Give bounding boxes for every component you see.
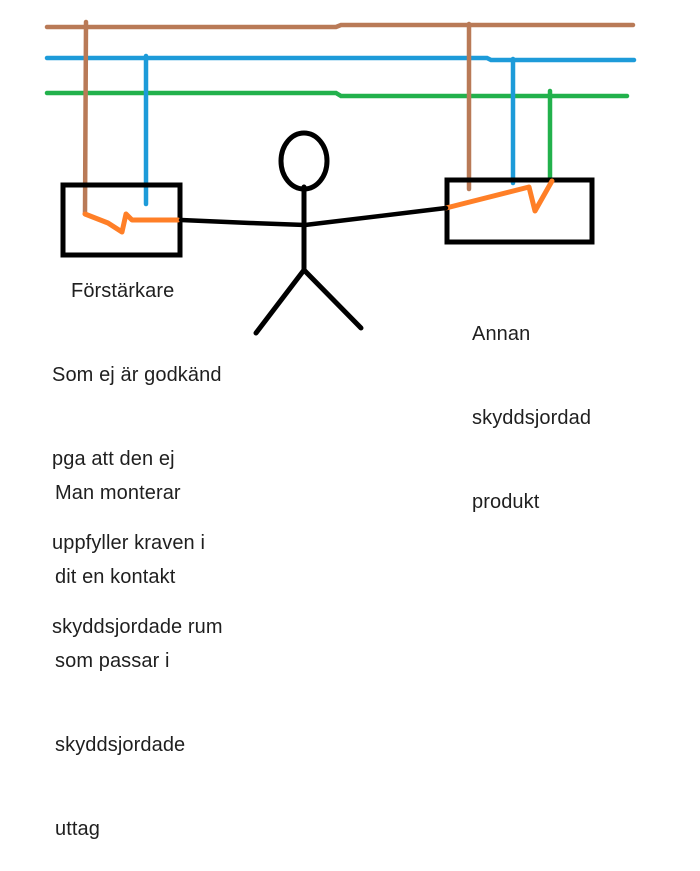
signal-cable-arms bbox=[178, 205, 449, 228]
figure-leg-right bbox=[301, 267, 364, 331]
drop-wire-brown-left bbox=[82, 19, 89, 217]
right-plug-zigzag bbox=[443, 178, 555, 214]
left-note-line-3: uppfyller kraven i bbox=[52, 532, 205, 554]
right-caption-line-2: skyddsjordad bbox=[472, 407, 592, 429]
left-note-line-2: pga att den ej bbox=[52, 448, 175, 470]
right-caption-line-3: produkt bbox=[472, 491, 540, 513]
right-box-caption: Annan skyddsjordad produkt bbox=[472, 264, 591, 544]
figure-leg-left bbox=[253, 267, 307, 336]
left-note2-line-3: som passar i bbox=[55, 650, 170, 672]
left-plug-zigzag bbox=[82, 211, 181, 235]
left-note2-line-1: Man monterar bbox=[55, 482, 181, 504]
paint-canvas: { "colors": { "brown": "#b97a57", "blue"… bbox=[44, 19, 637, 840]
left-note2-line-5: uttag bbox=[55, 818, 100, 840]
right-caption-line-1: Annan bbox=[472, 323, 531, 345]
wiring-diagram bbox=[44, 19, 637, 336]
left-note-line-1: Som ej är godkänd bbox=[52, 364, 222, 386]
left-note2-line-4: skyddsjordade bbox=[55, 734, 186, 756]
ceiling-wire-blue bbox=[44, 55, 637, 63]
ceiling-wire-brown bbox=[44, 22, 636, 30]
left-note2-line-2: dit en kontakt bbox=[55, 566, 176, 588]
left-box-caption: Förstärkare bbox=[71, 280, 175, 302]
ceiling-wire-green bbox=[44, 90, 630, 99]
figure-head bbox=[278, 130, 330, 192]
left-note-2: Man monterar dit en kontakt som passar i… bbox=[55, 423, 185, 871]
right-device-box bbox=[444, 177, 595, 245]
